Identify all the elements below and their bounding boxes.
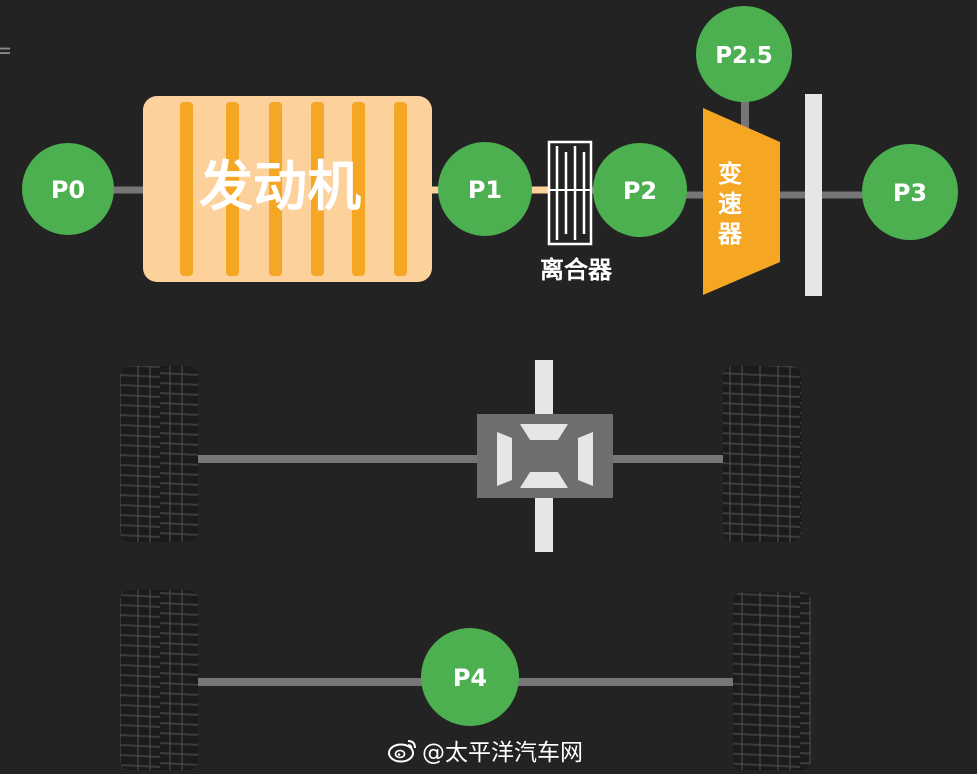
node-p25: P2.5 xyxy=(696,6,792,102)
rear-right-tire xyxy=(733,592,811,770)
engine-block: 发动机 xyxy=(143,96,432,282)
node-p0-label: P0 xyxy=(51,176,85,204)
node-p4: P4 xyxy=(421,628,519,726)
gearbox-label-char-3: 器 xyxy=(717,220,743,248)
front-right-tire xyxy=(723,366,801,542)
rear-left-tire xyxy=(120,590,198,770)
clutch xyxy=(547,140,593,246)
weibo-logo-icon xyxy=(388,740,416,763)
engine-label: 发动机 xyxy=(199,155,361,218)
front-left-tire xyxy=(120,366,198,542)
node-p2: P2 xyxy=(593,143,687,237)
clutch-label: 离合器 xyxy=(540,256,613,284)
node-p3: P3 xyxy=(862,144,958,240)
node-p1-label: P1 xyxy=(468,176,502,204)
watermark-handle: @太平洋汽车网 xyxy=(422,740,583,766)
node-p2-label: P2 xyxy=(623,177,657,205)
node-p3-label: P3 xyxy=(893,179,927,207)
node-p1: P1 xyxy=(438,142,532,236)
corner-fragment: = xyxy=(0,39,12,64)
gearbox-label-char-1: 变 xyxy=(718,160,742,188)
gearbox: 变 速 器 xyxy=(703,108,780,295)
differential xyxy=(477,414,613,498)
output-flange-bar xyxy=(805,94,822,296)
node-p0: P0 xyxy=(22,143,114,235)
node-p4-label: P4 xyxy=(453,664,487,692)
watermark: @太平洋汽车网 xyxy=(388,734,583,766)
gearbox-label-char-2: 速 xyxy=(718,190,742,218)
node-p25-label: P2.5 xyxy=(715,43,773,69)
